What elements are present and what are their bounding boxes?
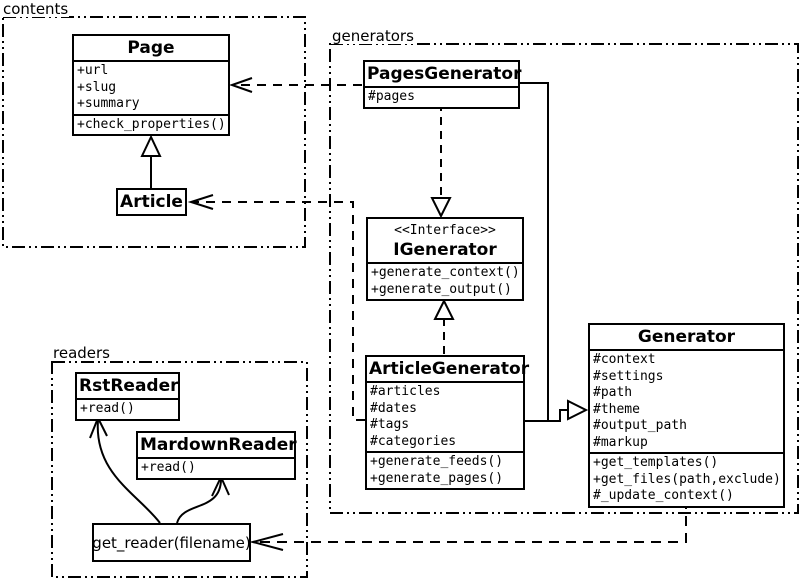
class-pagesgenerator-attributes: #pages <box>365 86 518 107</box>
method: +generate_context() <box>371 265 520 280</box>
package-readers-border <box>51 361 308 578</box>
function-get-reader: get_reader(filename) <box>92 523 251 562</box>
attribute: #articles <box>370 384 441 399</box>
class-mardownreader-methods: +read() <box>138 457 294 478</box>
realization-articlegenerator-igenerator-triangle <box>433 298 455 320</box>
package-contents-label: contents <box>2 0 70 18</box>
class-pagesgenerator-title: PagesGenerator <box>367 64 522 84</box>
function-get-reader-label: get_reader(filename) <box>92 533 251 552</box>
class-igenerator-title: IGenerator <box>393 240 497 260</box>
attribute: #markup <box>593 434 648 450</box>
class-igenerator-methods: +generate_context() +generate_output() <box>368 262 522 299</box>
method: +generate_output() <box>371 281 512 297</box>
method: +get_templates() <box>593 455 719 470</box>
attribute: +url <box>77 63 109 78</box>
method: +generate_pages() <box>370 470 504 486</box>
dependency-generator-getreader-line <box>256 499 687 543</box>
class-articlegenerator: ArticleGenerator #articles #dates #tags … <box>365 355 530 490</box>
class-page-attributes: +url +slug +summary <box>74 60 228 114</box>
class-mardownreader-title: MardownReader <box>140 435 297 455</box>
class-igenerator-header: <<Interface>> IGenerator <box>368 219 522 262</box>
class-rstreader-title: RstReader <box>79 376 179 396</box>
class-article-title: Article <box>120 192 183 212</box>
class-articlegenerator-attributes: #articles #dates #tags #categories <box>367 381 523 451</box>
class-page: Page +url +slug +summary +check_properti… <box>72 34 230 136</box>
method: #_update_context() <box>593 488 734 503</box>
dependency-articlegenerator-article-line <box>193 201 365 421</box>
dependency-generator-getreader-arrowhead <box>249 533 284 551</box>
class-igenerator-stereotype: <<Interface>> <box>394 223 496 238</box>
attribute: #theme <box>593 401 640 417</box>
attribute: +summary <box>77 96 140 111</box>
method: +get_files(path,exclude) <box>593 471 781 487</box>
class-igenerator: <<Interface>> IGenerator +generate_conte… <box>366 217 524 301</box>
class-article: Article <box>116 188 187 216</box>
class-rstreader-methods: +read() <box>77 398 178 419</box>
generalization-generators-generator-triangle <box>567 399 589 421</box>
attribute: #dates <box>370 400 417 416</box>
generalization-generators-generator-line <box>520 82 568 422</box>
method: +generate_feeds() <box>370 454 504 469</box>
attribute: #path <box>593 385 633 400</box>
class-pagesgenerator: PagesGenerator #pages <box>363 60 522 109</box>
generalization-article-page-triangle <box>140 134 162 157</box>
class-rstreader: RstReader +read() <box>75 372 180 421</box>
attribute: #context <box>593 352 656 367</box>
call-getreader-rstreader-curve <box>96 419 161 524</box>
attribute: +slug <box>77 79 117 95</box>
method: +check_properties() <box>77 116 226 132</box>
dependency-articlegenerator-article-arrowhead <box>187 194 214 210</box>
class-mardownreader: MardownReader +read() <box>136 431 297 480</box>
package-generators-border <box>329 43 799 514</box>
method: +read() <box>80 401 135 416</box>
attribute: #pages <box>368 89 415 104</box>
attribute: #output_path <box>593 418 687 433</box>
call-getreader-mardownreader-curve <box>176 478 222 524</box>
package-generators-label: generators <box>331 27 415 45</box>
class-page-title: Page <box>127 38 175 58</box>
package-readers-label: readers <box>52 344 111 362</box>
class-generator: Generator #context #settings #path #them… <box>588 323 785 508</box>
class-page-methods: +check_properties() <box>74 113 228 135</box>
dependency-pagesgenerator-page-arrowhead <box>228 77 253 93</box>
class-articlegenerator-methods: +generate_feeds() +generate_pages() <box>367 451 523 488</box>
attribute: #categories <box>370 433 457 449</box>
realization-pagesgenerator-igenerator-triangle <box>430 197 452 219</box>
class-generator-title: Generator <box>637 327 736 347</box>
attribute: #tags <box>370 417 410 432</box>
class-articlegenerator-title: ArticleGenerator <box>369 359 530 379</box>
class-generator-methods: +get_templates() +get_files(path,exclude… <box>590 452 783 506</box>
package-contents-border <box>2 16 306 248</box>
method: +read() <box>141 460 196 475</box>
class-generator-attributes: #context #settings #path #theme #output_… <box>590 349 783 452</box>
attribute: #settings <box>593 368 664 384</box>
